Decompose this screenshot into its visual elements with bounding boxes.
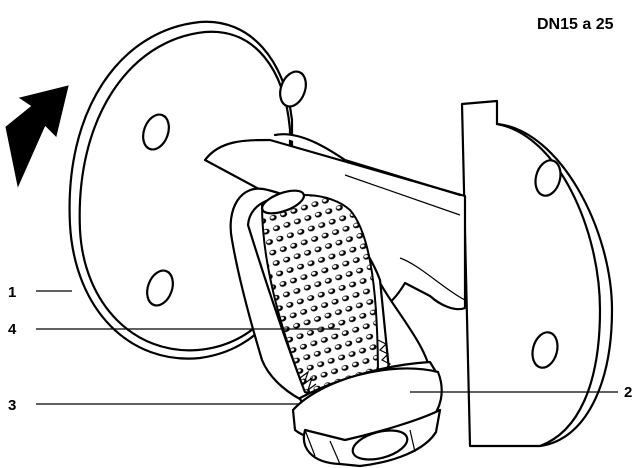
flow-direction-arrow-icon: [5, 85, 69, 188]
bolt-hole-icon: [531, 331, 559, 369]
callout-1: 1: [8, 284, 16, 301]
bolt-hole-icon: [279, 70, 307, 108]
bolt-hole-icon: [146, 269, 174, 307]
callout-2: 2: [624, 384, 632, 401]
strainer-body: [203, 133, 467, 408]
callout-3: 3: [8, 397, 16, 414]
bolt-hole-icon: [142, 113, 170, 151]
bolt-hole-icon: [534, 159, 562, 197]
outlet-flange: [460, 99, 614, 448]
callout-4: 4: [8, 321, 17, 338]
diagram-title: DN15 a 25: [537, 16, 614, 33]
screen-cap: [291, 367, 443, 468]
